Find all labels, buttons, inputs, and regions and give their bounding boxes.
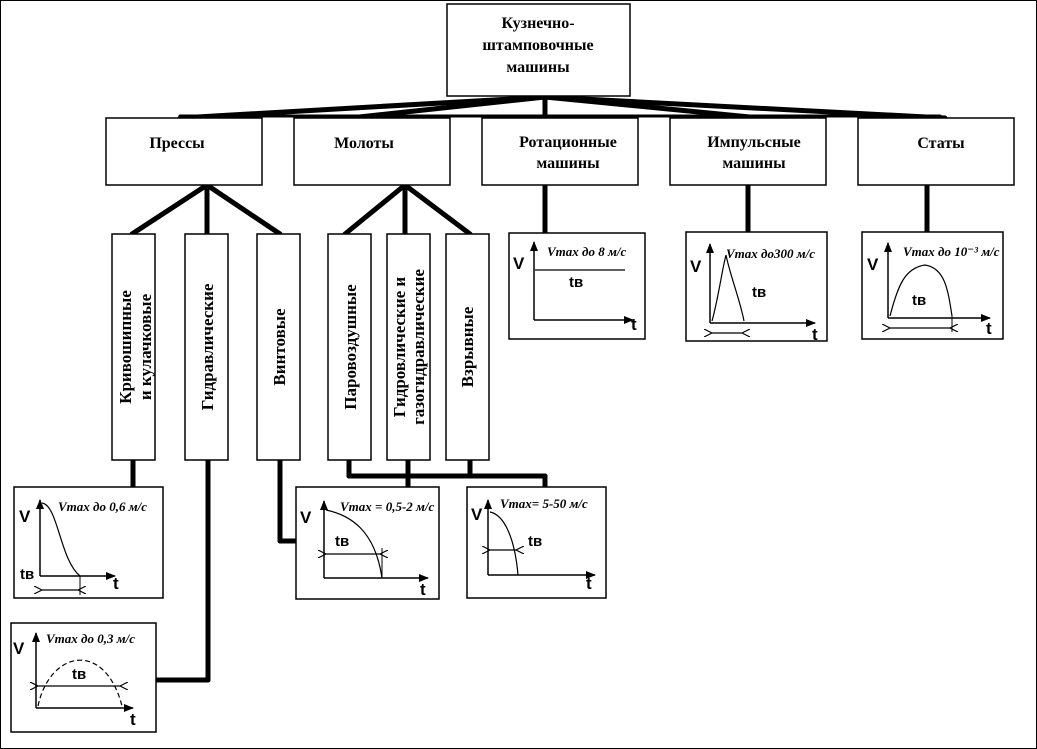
graph-explosive-t0: tв: [528, 533, 542, 550]
graph-hydraulic-caption: Vmax до 0,3 м/с: [46, 631, 135, 646]
rotary-label-line1: Ротационные: [519, 134, 617, 151]
connectors: [129, 94, 948, 683]
hydro-label-line1: Гидровлические и: [390, 277, 409, 418]
root-node: Кузнечно- штамповочные машины: [446, 3, 631, 97]
graph-screw-t-label: t: [420, 580, 426, 599]
graph-rotary-t-label: t: [631, 315, 637, 334]
graph-crank-t0: tв: [20, 566, 34, 583]
statics-label: Статы: [917, 135, 965, 152]
node-statics: Статы: [857, 117, 1015, 186]
impulse-label-line1: Импульсные: [707, 134, 801, 151]
graph-screw-caption: Vmax = 0,5-2 м/с: [340, 499, 435, 514]
graph-statics-t-label: t: [986, 319, 992, 338]
graph-crank: Vmax до 0,6 м/с V t tв: [13, 486, 164, 599]
graph-crank-caption: Vmax до 0,6 м/с: [58, 499, 147, 514]
graph-explosive-v-label: V: [471, 505, 483, 524]
explosive-label: Взрывные: [458, 306, 477, 387]
graph-rotary: Vmax до 8 м/с V t tв: [508, 232, 646, 340]
graph-statics: Vmax до 10⁻³ м/с V t tв: [861, 231, 1004, 340]
graph-impulse-t-label: t: [812, 325, 818, 344]
graph-statics-t0: tв: [912, 292, 926, 309]
graph-hydraulic-v-label: V: [13, 639, 25, 658]
graph-screw-t0: tв: [335, 533, 349, 550]
impulse-label-line2: машины: [722, 155, 786, 172]
graph-crank-v-label: V: [19, 507, 31, 526]
root-label-line3: машины: [506, 59, 570, 76]
steam-air-label: Паровоздушные: [341, 284, 360, 410]
graph-statics-caption: Vmax до 10⁻³ м/с: [903, 244, 1000, 259]
graph-explosive-caption: Vmax= 5-50 м/с: [500, 496, 588, 511]
hammers-label: Молоты: [334, 135, 394, 152]
rotary-label-line2: машины: [536, 155, 600, 172]
root-label-line2: штамповочные: [482, 37, 593, 54]
root-label-line1: Кузнечно-: [501, 15, 574, 32]
node-hydraulic: Гидравлические: [184, 233, 229, 461]
screw-label: Винтовые: [270, 308, 289, 386]
graph-statics-v-label: V: [867, 255, 879, 274]
node-screw: Винтовые: [256, 233, 301, 461]
graph-impulse: Vmax до300 м/с V t tв: [685, 231, 828, 344]
crank-label-line1: Кривошипные: [116, 290, 135, 404]
graph-rotary-caption: Vmax до 8 м/с: [547, 244, 626, 259]
presses-label: Прессы: [149, 135, 205, 152]
graph-hydraulic-t0: tв: [72, 666, 86, 683]
graph-explosive-t-label: t: [586, 574, 592, 593]
graph-rotary-t0: tв: [569, 274, 583, 291]
node-presses: Прессы: [105, 117, 263, 186]
graph-hydraulic: Vmax до 0,3 м/с V t tв: [10, 622, 157, 733]
graph-screw-v-label: V: [300, 508, 312, 527]
hydraulic-label: Гидравлические: [198, 283, 217, 410]
graph-crank-t-label: t: [113, 574, 119, 593]
graph-impulse-t0: tв: [752, 284, 766, 301]
graph-screw: Vmax = 0,5-2 м/с V t tв: [295, 486, 440, 600]
node-steam-air: Паровоздушные: [327, 233, 372, 461]
graph-hydraulic-t-label: t: [130, 710, 136, 729]
crank-label-line2: и кулачковые: [136, 293, 155, 400]
hydro-label-line2: газогидравлические: [409, 269, 428, 425]
node-rotary: Ротационные машины: [481, 117, 639, 186]
node-hammers: Молоты: [293, 117, 451, 186]
graph-impulse-caption: Vmax до300 м/с: [726, 246, 815, 261]
node-impulse: Импульсные машины: [669, 117, 827, 186]
graph-explosive: Vmax= 5-50 м/с V t tв: [466, 486, 607, 599]
graph-impulse-v-label: V: [690, 257, 702, 276]
node-explosive: Взрывные: [445, 233, 490, 461]
graph-rotary-v-label: V: [513, 254, 525, 273]
node-hydro: Гидровлические и газогидравлические: [386, 233, 431, 461]
node-crank: Кривошипные и кулачковые: [111, 233, 156, 461]
